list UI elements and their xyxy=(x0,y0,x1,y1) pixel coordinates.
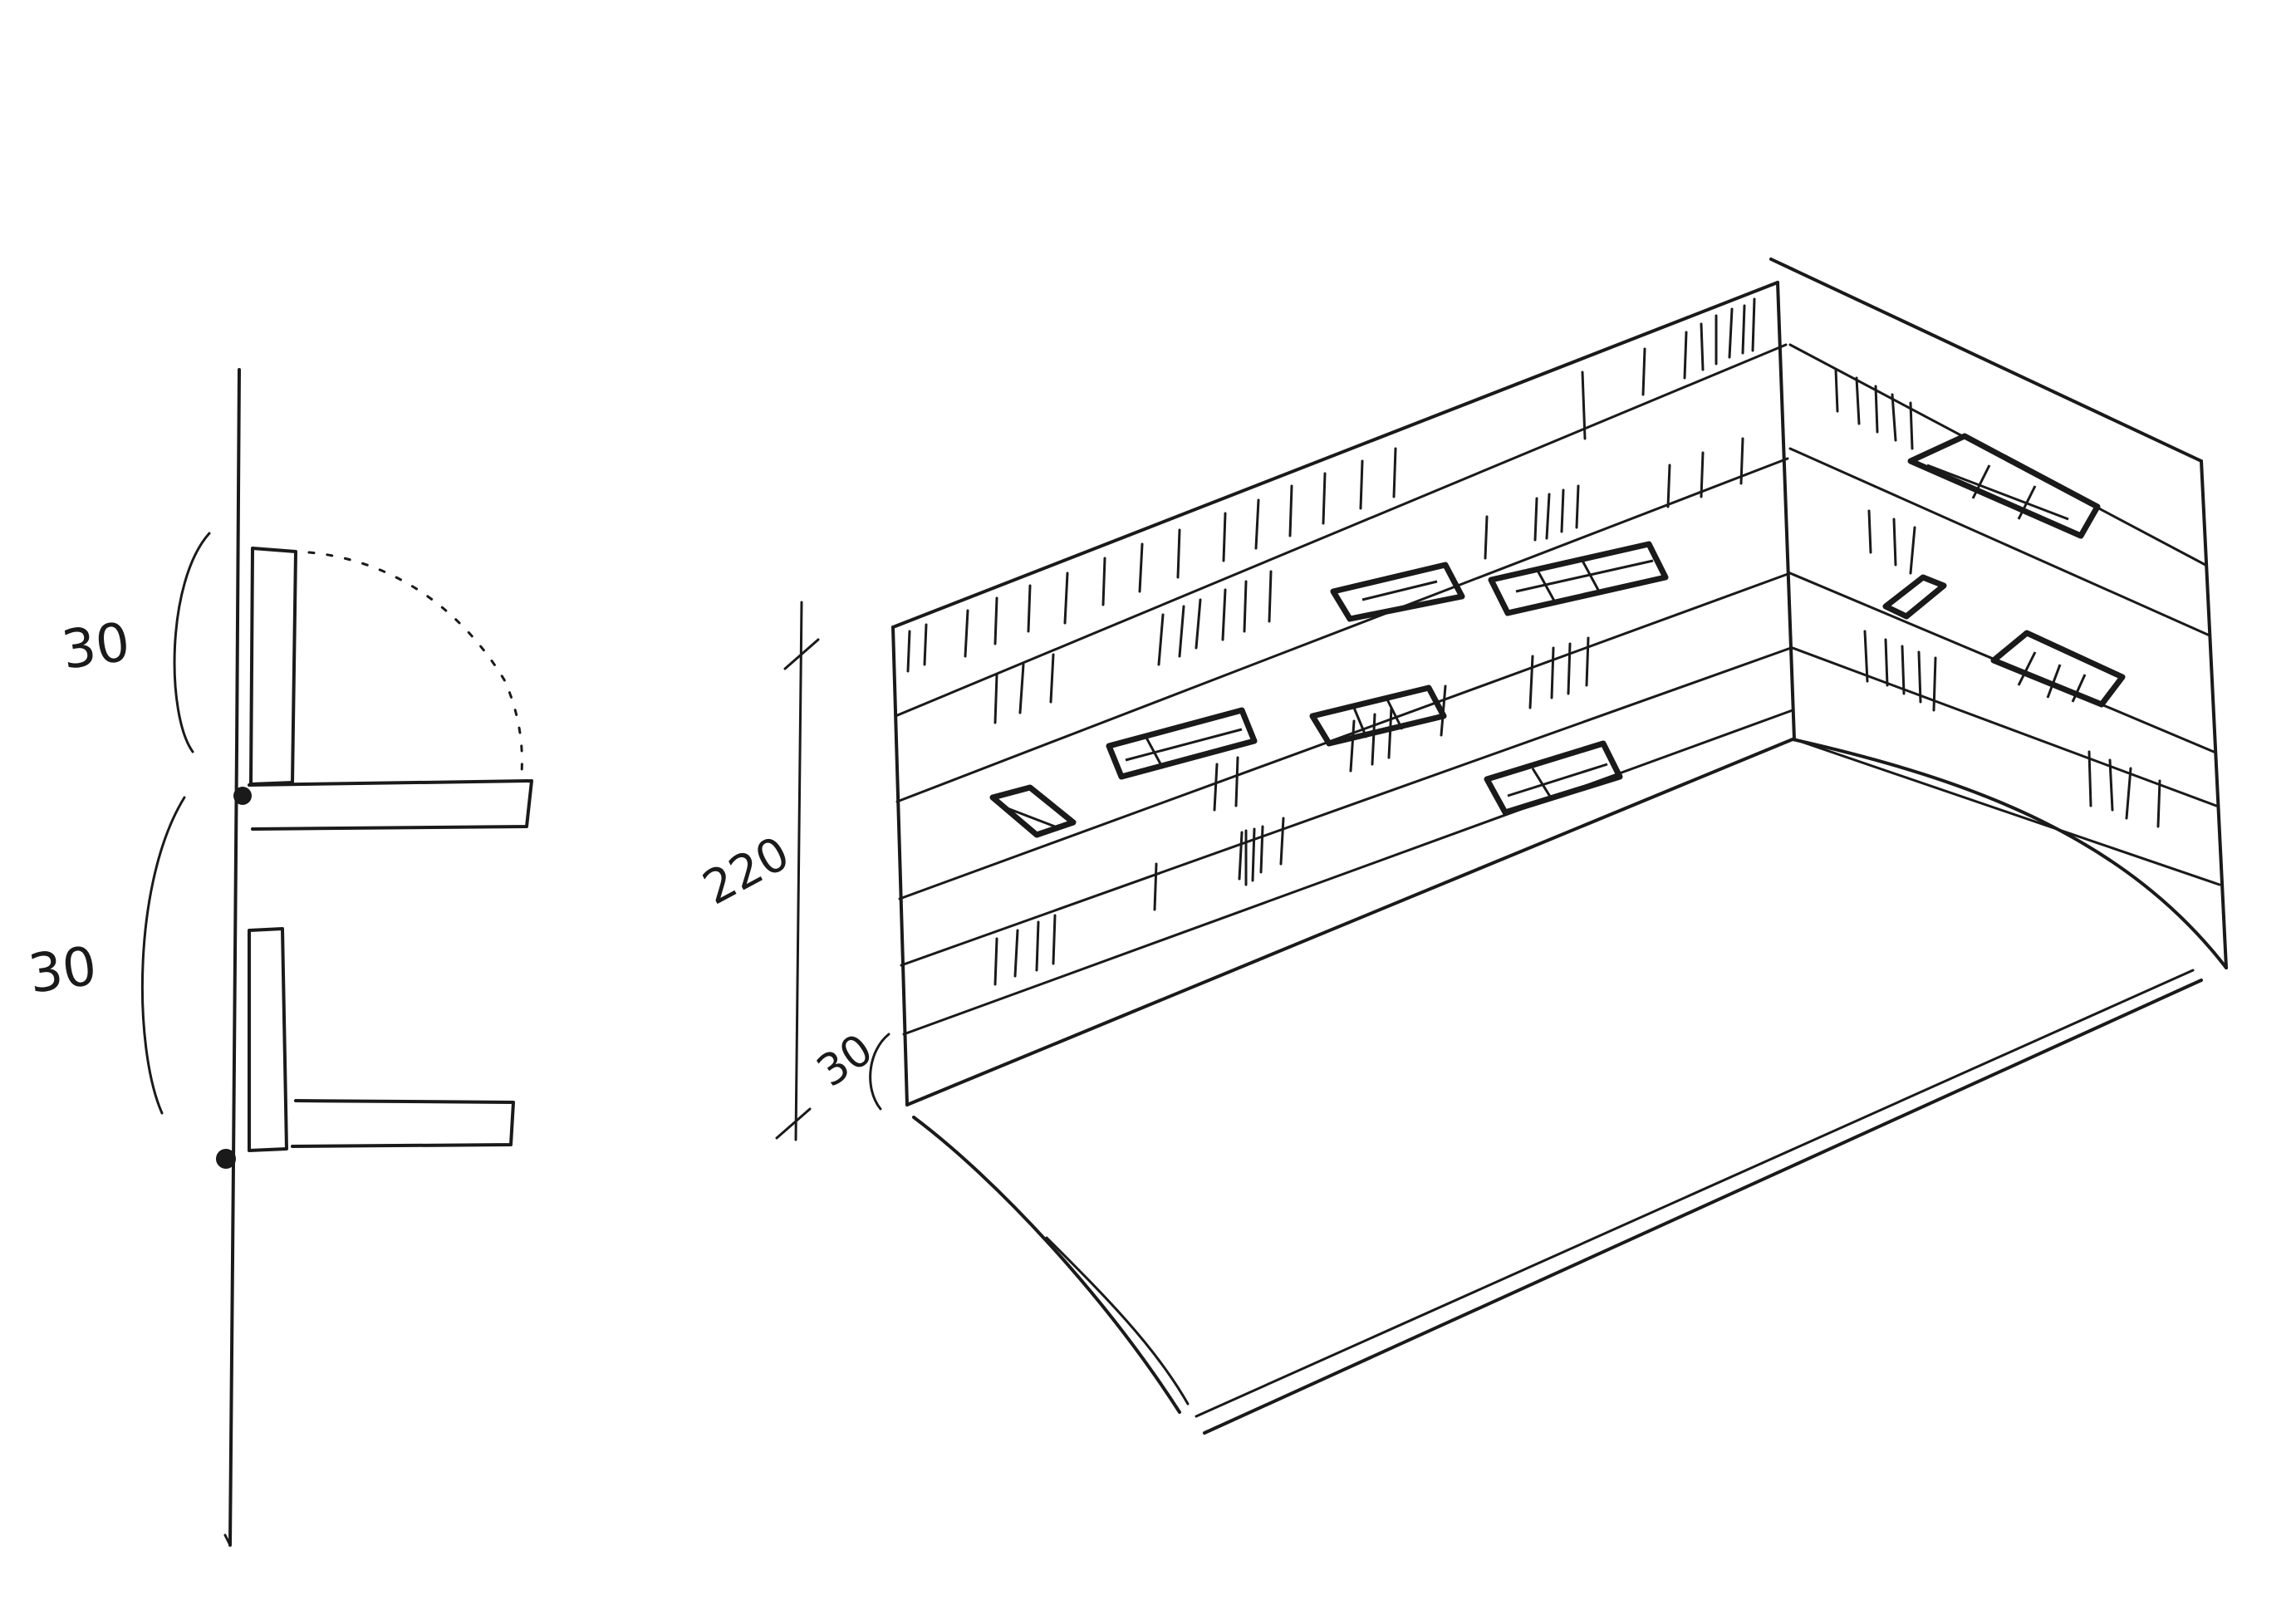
lower-flap xyxy=(216,927,515,1169)
right-wall-back-edge xyxy=(2200,459,2228,969)
height-dimension-bottom-tick xyxy=(775,1107,812,1140)
bottom-course-bracket xyxy=(869,1033,890,1111)
lower-flap-horizontal-panel xyxy=(291,1099,515,1148)
upper-flap xyxy=(233,547,533,831)
upper-flap-vertical-panel xyxy=(249,547,297,786)
book-spines-left-wall xyxy=(906,297,1756,986)
lying-book-3 xyxy=(1106,707,1258,780)
left-wall-shelves xyxy=(894,343,1794,1036)
lower-dimension-bracket xyxy=(140,796,186,1115)
upper-dimension-bracket xyxy=(173,532,211,753)
floor-back-left-edge xyxy=(905,738,1794,1106)
upper-flap-swing-arc xyxy=(307,551,523,774)
left-wall-front-edge xyxy=(891,626,909,1106)
lying-book-1 xyxy=(1330,562,1465,622)
lying-book-8 xyxy=(1882,574,1947,620)
lower-flap-dimension-label: 30 xyxy=(25,935,101,1006)
floor-front-edge-double xyxy=(1195,969,2195,1418)
floor xyxy=(905,738,2228,1435)
floor-back-right-edge xyxy=(1791,738,2228,969)
floor-front-edge xyxy=(1203,979,2203,1435)
book-spines-right-wall xyxy=(1834,368,2161,828)
lying-book-6 xyxy=(1484,740,1623,816)
left-wall-top-edge xyxy=(891,281,1779,629)
lying-book-4 xyxy=(1309,684,1447,747)
lying-book-2 xyxy=(1488,541,1669,616)
right-wall-top-edge xyxy=(1769,258,2203,463)
height-dimension: 220 xyxy=(694,601,820,1141)
lying-book-7 xyxy=(1907,433,2101,539)
section-sketch: 30 30 xyxy=(25,368,533,1547)
lower-flap-vertical-panel xyxy=(248,927,288,1152)
wall-line xyxy=(228,368,241,1547)
upper-flap-horizontal-panel xyxy=(248,779,533,831)
height-dimension-label: 220 xyxy=(694,827,798,916)
height-dimension-line xyxy=(794,601,803,1141)
upper-flap-dimension-label: 30 xyxy=(58,611,134,682)
floor-front-left-edge xyxy=(912,1116,1181,1414)
perspective-sketch: 220 30 xyxy=(694,258,2228,1435)
corner-edge xyxy=(1776,281,1796,741)
lying-book-5 xyxy=(989,784,1077,838)
lying-books xyxy=(989,433,2126,838)
bottom-course-dimension: 30 xyxy=(808,1025,890,1111)
wall-line-tick xyxy=(223,1533,232,1547)
floor-front-left-sketch-line xyxy=(1045,1236,1190,1406)
lying-book-9 xyxy=(1990,630,2126,708)
upper-hinge-dot xyxy=(233,787,252,805)
lower-hinge-dot xyxy=(216,1149,236,1169)
height-dimension-top-tick xyxy=(783,638,820,670)
